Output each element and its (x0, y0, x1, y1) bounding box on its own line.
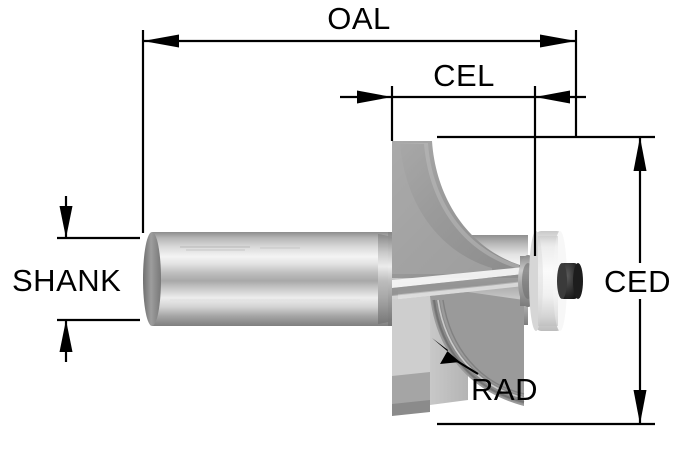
dimension-rad: RAD (432, 338, 538, 407)
cel-label: CEL (433, 58, 495, 93)
shank-label: SHANK (12, 263, 121, 298)
bearing-screw (557, 263, 583, 299)
ced-arrow-bottom (633, 390, 647, 424)
dimension-ced: CED (437, 135, 671, 426)
oal-arrow-right (540, 34, 576, 48)
ced-label: CED (604, 264, 671, 299)
rad-arrow (432, 338, 460, 364)
shank-arrow-bottom (59, 320, 73, 352)
dimension-oal: OAL (141, 1, 578, 233)
cutter-body (392, 141, 538, 416)
cel-arrow-left (357, 90, 392, 104)
dimension-shank: SHANK (12, 196, 140, 362)
router-bit-illustration (143, 141, 583, 416)
dimension-cel: CEL (340, 58, 586, 256)
cel-arrow-right (535, 90, 570, 104)
rad-label: RAD (471, 372, 538, 407)
shank-shaft (143, 232, 400, 326)
oal-arrow-left (143, 34, 179, 48)
shank-arrow-top (59, 206, 73, 238)
lower-carbide-wing (430, 292, 524, 406)
oal-label: OAL (327, 1, 391, 36)
ced-arrow-top (633, 137, 647, 171)
